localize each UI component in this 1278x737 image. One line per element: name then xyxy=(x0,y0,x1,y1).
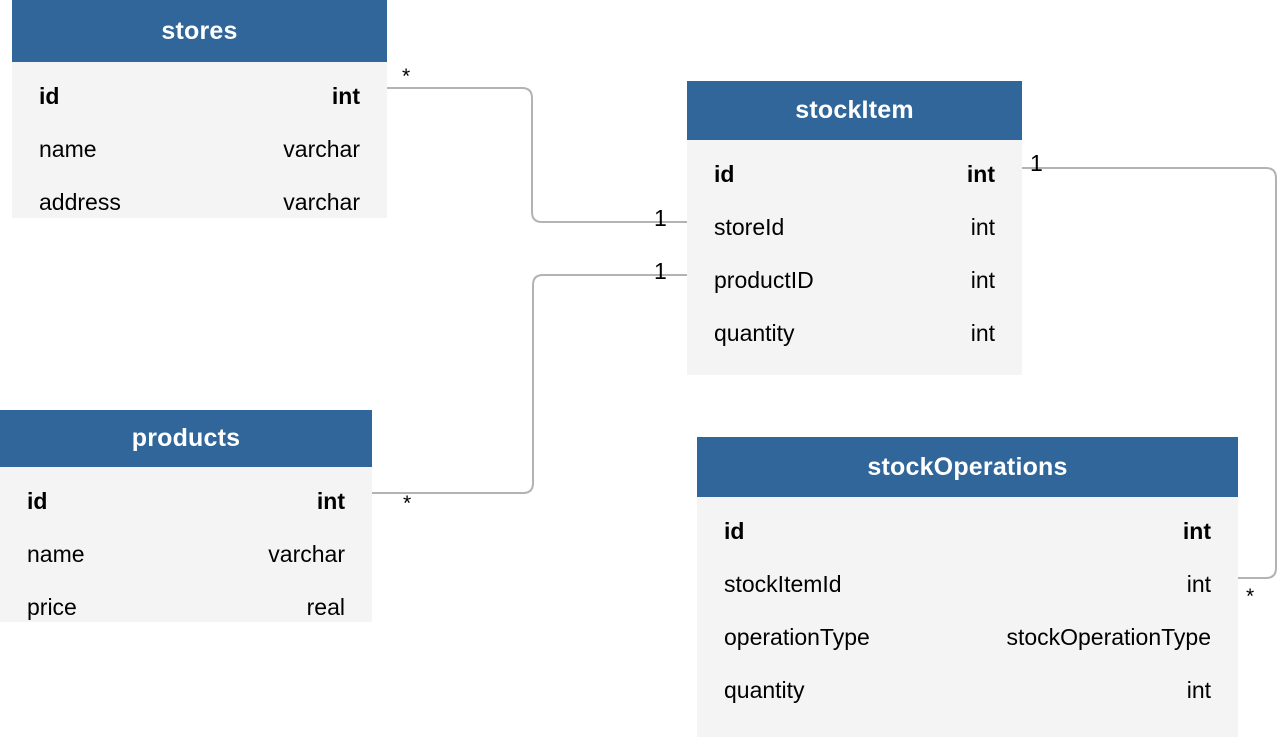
cardinality-label-to-products-to-stockitem: 1 xyxy=(654,258,667,284)
entity-fields-stockItem: id int storeId int productID int quantity int xyxy=(687,140,1022,375)
field-row[interactable]: productID int xyxy=(687,254,1022,307)
cardinality-label-from-products-to-stockitem: * xyxy=(403,492,412,515)
field-row[interactable]: storeId int xyxy=(687,201,1022,254)
entity-products[interactable]: products id int name varchar price real xyxy=(0,410,372,622)
field-name: name xyxy=(39,136,97,162)
cardinality-label-from-stores-to-stockitem: * xyxy=(402,65,411,88)
field-row[interactable]: price real xyxy=(0,581,372,634)
field-type: int xyxy=(970,214,995,240)
field-row[interactable]: id int xyxy=(0,475,372,528)
field-name: id xyxy=(27,488,48,514)
field-type: int xyxy=(1186,571,1211,597)
cardinality-label-from-stockitem-to-stockoperations: 1 xyxy=(1030,150,1043,176)
field-name: id xyxy=(714,161,735,187)
field-type: stockOperationType xyxy=(1006,624,1211,650)
field-type: int xyxy=(316,488,345,514)
field-name: id xyxy=(39,83,60,109)
entity-fields-stores: id int name varchar address varchar xyxy=(12,62,387,218)
field-row[interactable]: name varchar xyxy=(12,123,387,176)
relationship-line-stockitem-to-stockoperations[interactable] xyxy=(1021,167,1277,579)
entity-stockOperations[interactable]: stockOperations id int stockItemId int operat… xyxy=(697,437,1238,737)
cardinality-label-to-stockitem-to-stockoperations: * xyxy=(1246,585,1255,608)
field-name: productID xyxy=(714,267,814,293)
entity-stores[interactable]: stores id int name varchar address varchar xyxy=(12,0,387,218)
entity-title-stockOperations: stockOperations xyxy=(697,437,1238,497)
field-name: address xyxy=(39,189,121,215)
field-type: int xyxy=(966,161,995,187)
entity-title-stores: stores xyxy=(12,0,387,62)
entity-fields-products: id int name varchar price real xyxy=(0,467,372,622)
field-name: quantity xyxy=(714,320,795,346)
field-type: int xyxy=(970,320,995,346)
field-row[interactable]: id int xyxy=(687,148,1022,201)
field-type: int xyxy=(970,267,995,293)
field-name: stockItemId xyxy=(724,571,842,597)
field-type: int xyxy=(331,83,360,109)
field-type: int xyxy=(1182,518,1211,544)
field-type: varchar xyxy=(283,189,360,215)
field-type: varchar xyxy=(268,541,345,567)
field-row[interactable]: quantity int xyxy=(697,664,1238,717)
field-name: quantity xyxy=(724,677,805,703)
field-row[interactable]: quantity int xyxy=(687,307,1022,360)
relationship-line-stores-to-stockitem[interactable] xyxy=(386,87,688,223)
field-type: real xyxy=(306,594,345,620)
cardinality-label-to-stores-to-stockitem: 1 xyxy=(654,205,667,231)
field-type: varchar xyxy=(283,136,360,162)
field-row[interactable]: id int xyxy=(12,70,387,123)
entity-fields-stockOperations: id int stockItemId int operationType stockOpe… xyxy=(697,497,1238,737)
field-row[interactable]: stockItemId int xyxy=(697,558,1238,611)
entity-title-products: products xyxy=(0,410,372,467)
field-type: int xyxy=(1186,677,1211,703)
field-name: name xyxy=(27,541,85,567)
field-name: price xyxy=(27,594,77,620)
entity-title-stockItem: stockItem xyxy=(687,81,1022,140)
field-row[interactable]: id int xyxy=(697,505,1238,558)
field-row[interactable]: address varchar xyxy=(12,176,387,229)
field-name: id xyxy=(724,518,745,544)
relationship-line-products-to-stockitem[interactable] xyxy=(371,274,688,494)
field-name: operationType xyxy=(724,624,870,650)
field-row[interactable]: name varchar xyxy=(0,528,372,581)
field-name: storeId xyxy=(714,214,785,240)
field-row[interactable]: operationType stockOperationType xyxy=(697,611,1238,664)
